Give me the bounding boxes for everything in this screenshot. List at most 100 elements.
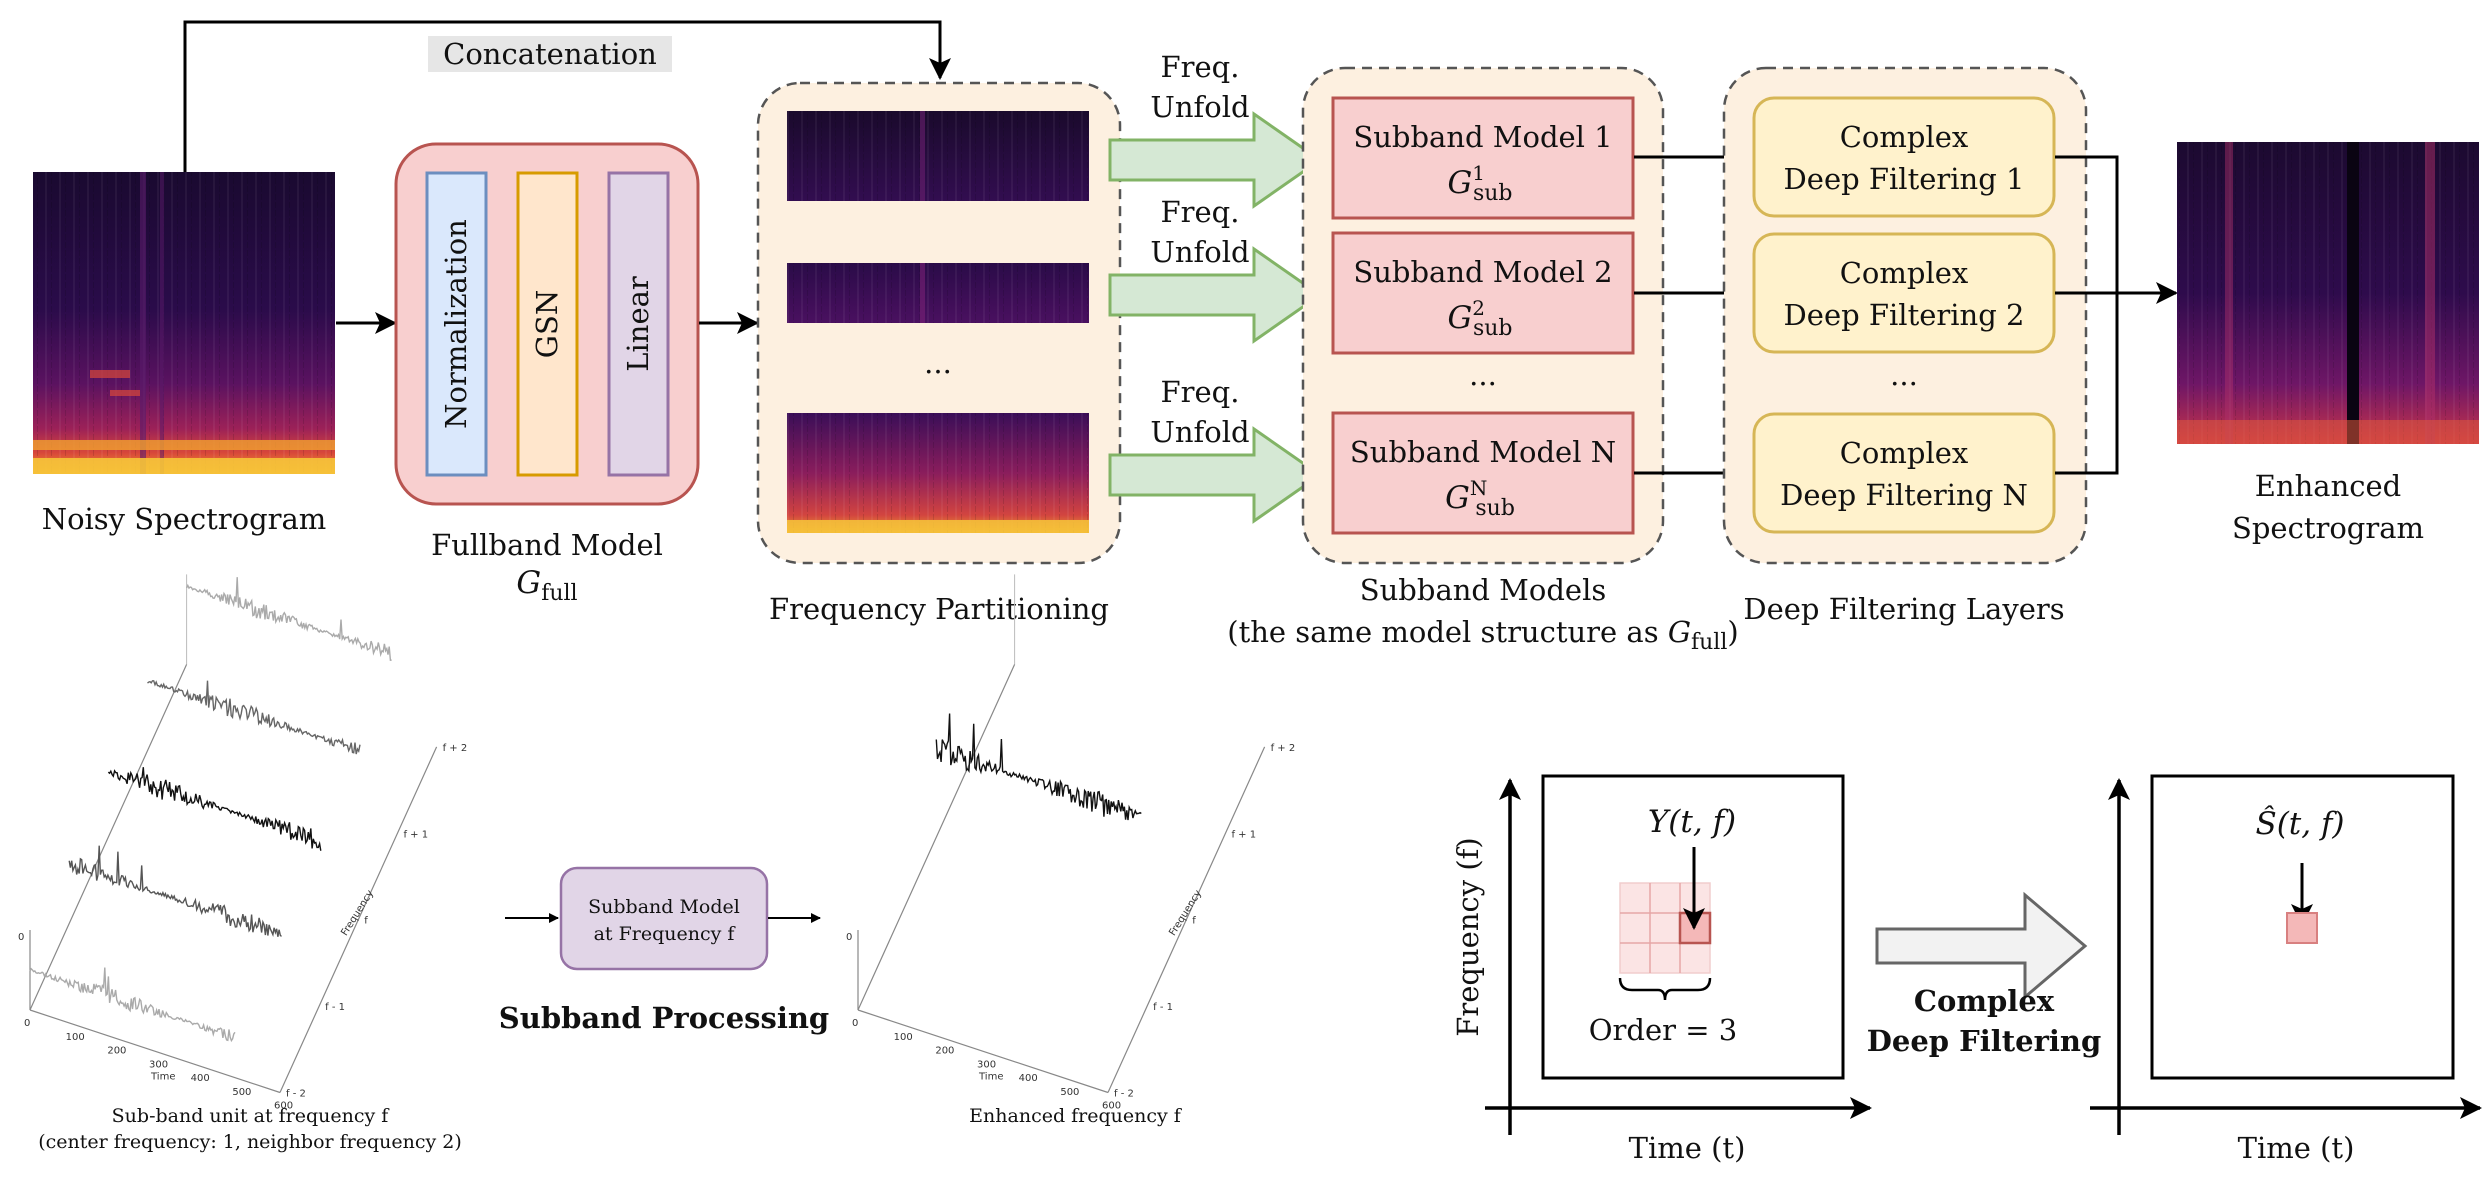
time-tick: 300 bbox=[149, 1059, 168, 1070]
svg-text:Unfold: Unfold bbox=[1150, 415, 1249, 449]
frequency-partitioning-label: Frequency Partitioning bbox=[769, 592, 1109, 626]
subband-unit-caption-1: Sub-band unit at frequency f bbox=[112, 1105, 391, 1127]
cdf-left-y-label: Frequency (f) bbox=[1451, 837, 1485, 1036]
depth-axis-far bbox=[1107, 746, 1266, 1093]
noisy-spectrogram bbox=[33, 172, 335, 474]
time-tick: 0 bbox=[24, 1018, 30, 1029]
time-tick: 200 bbox=[935, 1046, 954, 1057]
signal-trace bbox=[147, 680, 361, 755]
depth-tick: f - 2 bbox=[1114, 1089, 1134, 1100]
enhanced-frequency-caption: Enhanced frequency f bbox=[969, 1105, 1183, 1127]
cdf-arrow-label-1: Complex bbox=[1914, 984, 2055, 1018]
depth-axis bbox=[29, 664, 188, 1011]
subband-ellipsis: ... bbox=[1469, 358, 1497, 392]
freq-unfold-arrow-2: Freq. Unfold bbox=[1108, 195, 1323, 344]
depth-tick: f + 2 bbox=[443, 743, 468, 754]
order-label: Order = 3 bbox=[1589, 1013, 1737, 1047]
band-spectrogram-3 bbox=[787, 413, 1089, 533]
svg-text:Freq.: Freq. bbox=[1161, 50, 1240, 84]
gsn-label: GSN bbox=[530, 290, 564, 358]
fullband-model-title: Fullband Model bbox=[431, 528, 663, 562]
svg-text:Subband Model 1: Subband Model 1 bbox=[1353, 120, 1612, 154]
svg-text:Subband Model 2: Subband Model 2 bbox=[1353, 255, 1612, 289]
concatenation-label: Concatenation bbox=[443, 37, 657, 71]
time-axis bbox=[29, 1009, 281, 1094]
gsn-layer bbox=[516, 171, 579, 477]
enhanced-spectrogram bbox=[2177, 142, 2479, 444]
subband-models-caption-2: (the same model structure as Gfull) bbox=[1227, 615, 1738, 655]
svg-text:Complex: Complex bbox=[1840, 436, 1969, 470]
band-spectrogram-2 bbox=[787, 263, 1089, 323]
enhanced-spectrogram-label-1: Enhanced bbox=[2255, 469, 2401, 503]
subband-model-at-frequency-label-1: Subband Model bbox=[588, 896, 740, 918]
deep-filtering-n: Complex Deep Filtering N bbox=[1752, 412, 2056, 534]
time-tick: 300 bbox=[977, 1059, 996, 1070]
subband-model-at-frequency-box bbox=[559, 866, 769, 971]
enhanced-spectrogram-label-2: Spectrogram bbox=[2232, 511, 2424, 545]
time-tick: 100 bbox=[66, 1032, 85, 1043]
depth-tick: f - 1 bbox=[325, 1002, 345, 1013]
svg-text:Deep Filtering 1: Deep Filtering 1 bbox=[1784, 162, 2025, 196]
noisy-spectrogram-label: Noisy Spectrogram bbox=[42, 502, 327, 536]
depth-tick: f + 1 bbox=[403, 829, 428, 840]
value-tick: 0 bbox=[18, 932, 24, 943]
depth-tick: f - 1 bbox=[1153, 1002, 1173, 1013]
cdf-left-x-label: Time (t) bbox=[1629, 1131, 1746, 1165]
deep-filtering-ellipsis: ... bbox=[1890, 358, 1918, 392]
linear-label: Linear bbox=[621, 276, 655, 372]
svg-text:Subband Model N: Subband Model N bbox=[1350, 435, 1616, 469]
time-tick: 600 bbox=[274, 1101, 293, 1112]
svg-text:Unfold: Unfold bbox=[1150, 90, 1249, 124]
time-axis-label: Time bbox=[150, 1071, 175, 1082]
depth-tick: f + 2 bbox=[1271, 743, 1296, 754]
svg-text:Freq.: Freq. bbox=[1161, 195, 1240, 229]
time-tick: 0 bbox=[852, 1018, 858, 1029]
linear-layer bbox=[607, 171, 670, 477]
filter-grid bbox=[1619, 882, 1712, 974]
normalization-label: Normalization bbox=[439, 219, 473, 429]
time-tick: 600 bbox=[1102, 1101, 1121, 1112]
cdf-output-panel: Time (t) Ŝ(t, f) bbox=[2090, 774, 2482, 1165]
signal-trace bbox=[107, 767, 322, 851]
time-tick: 500 bbox=[232, 1087, 251, 1098]
subband-models-caption-1: Subband Models bbox=[1360, 573, 1606, 607]
depth-axis-label: Frequency bbox=[1167, 888, 1204, 938]
time-axis bbox=[857, 1009, 1109, 1094]
signal-trace bbox=[185, 577, 392, 662]
signal-trace bbox=[29, 967, 236, 1043]
signal-trace bbox=[68, 845, 282, 937]
depth-tick: f bbox=[1192, 916, 1196, 927]
cdf-left-point-label: Y(t, f) bbox=[1648, 804, 1736, 840]
cdf-right-x-label: Time (t) bbox=[2238, 1131, 2355, 1165]
depth-tick: f + 1 bbox=[1231, 829, 1256, 840]
concatenation-connector bbox=[183, 20, 951, 172]
freq-unfold-arrow-1: Freq. Unfold bbox=[1108, 50, 1323, 209]
depth-axis-label: Frequency bbox=[339, 888, 376, 938]
time-tick: 400 bbox=[1019, 1073, 1038, 1084]
deep-filtering-2: Complex Deep Filtering 2 bbox=[1752, 232, 2056, 354]
subband-model-at-frequency-label-2: at Frequency f bbox=[594, 923, 737, 945]
subband-processing-label: Subband Processing bbox=[499, 1001, 829, 1035]
depth-tick: f - 2 bbox=[286, 1089, 306, 1100]
svg-text:Unfold: Unfold bbox=[1150, 235, 1249, 269]
concatenation-label-bg bbox=[428, 36, 672, 72]
order-brace bbox=[1618, 977, 1712, 1001]
svg-text:Freq.: Freq. bbox=[1161, 375, 1240, 409]
depth-axis bbox=[857, 664, 1016, 1011]
time-tick: 100 bbox=[894, 1032, 913, 1043]
signal-trace bbox=[935, 713, 1142, 821]
cdf-input-panel: Frequency (f) Time (t) Y(t, f) Order = 3 bbox=[1451, 774, 1872, 1165]
time-axis-label: Time bbox=[978, 1071, 1003, 1082]
output-cell bbox=[2286, 912, 2318, 944]
depth-axis-far bbox=[279, 746, 438, 1093]
normalization-layer bbox=[425, 171, 488, 477]
subband-unit-caption-2: (center frequency: 1, neighbor frequency… bbox=[38, 1131, 462, 1153]
